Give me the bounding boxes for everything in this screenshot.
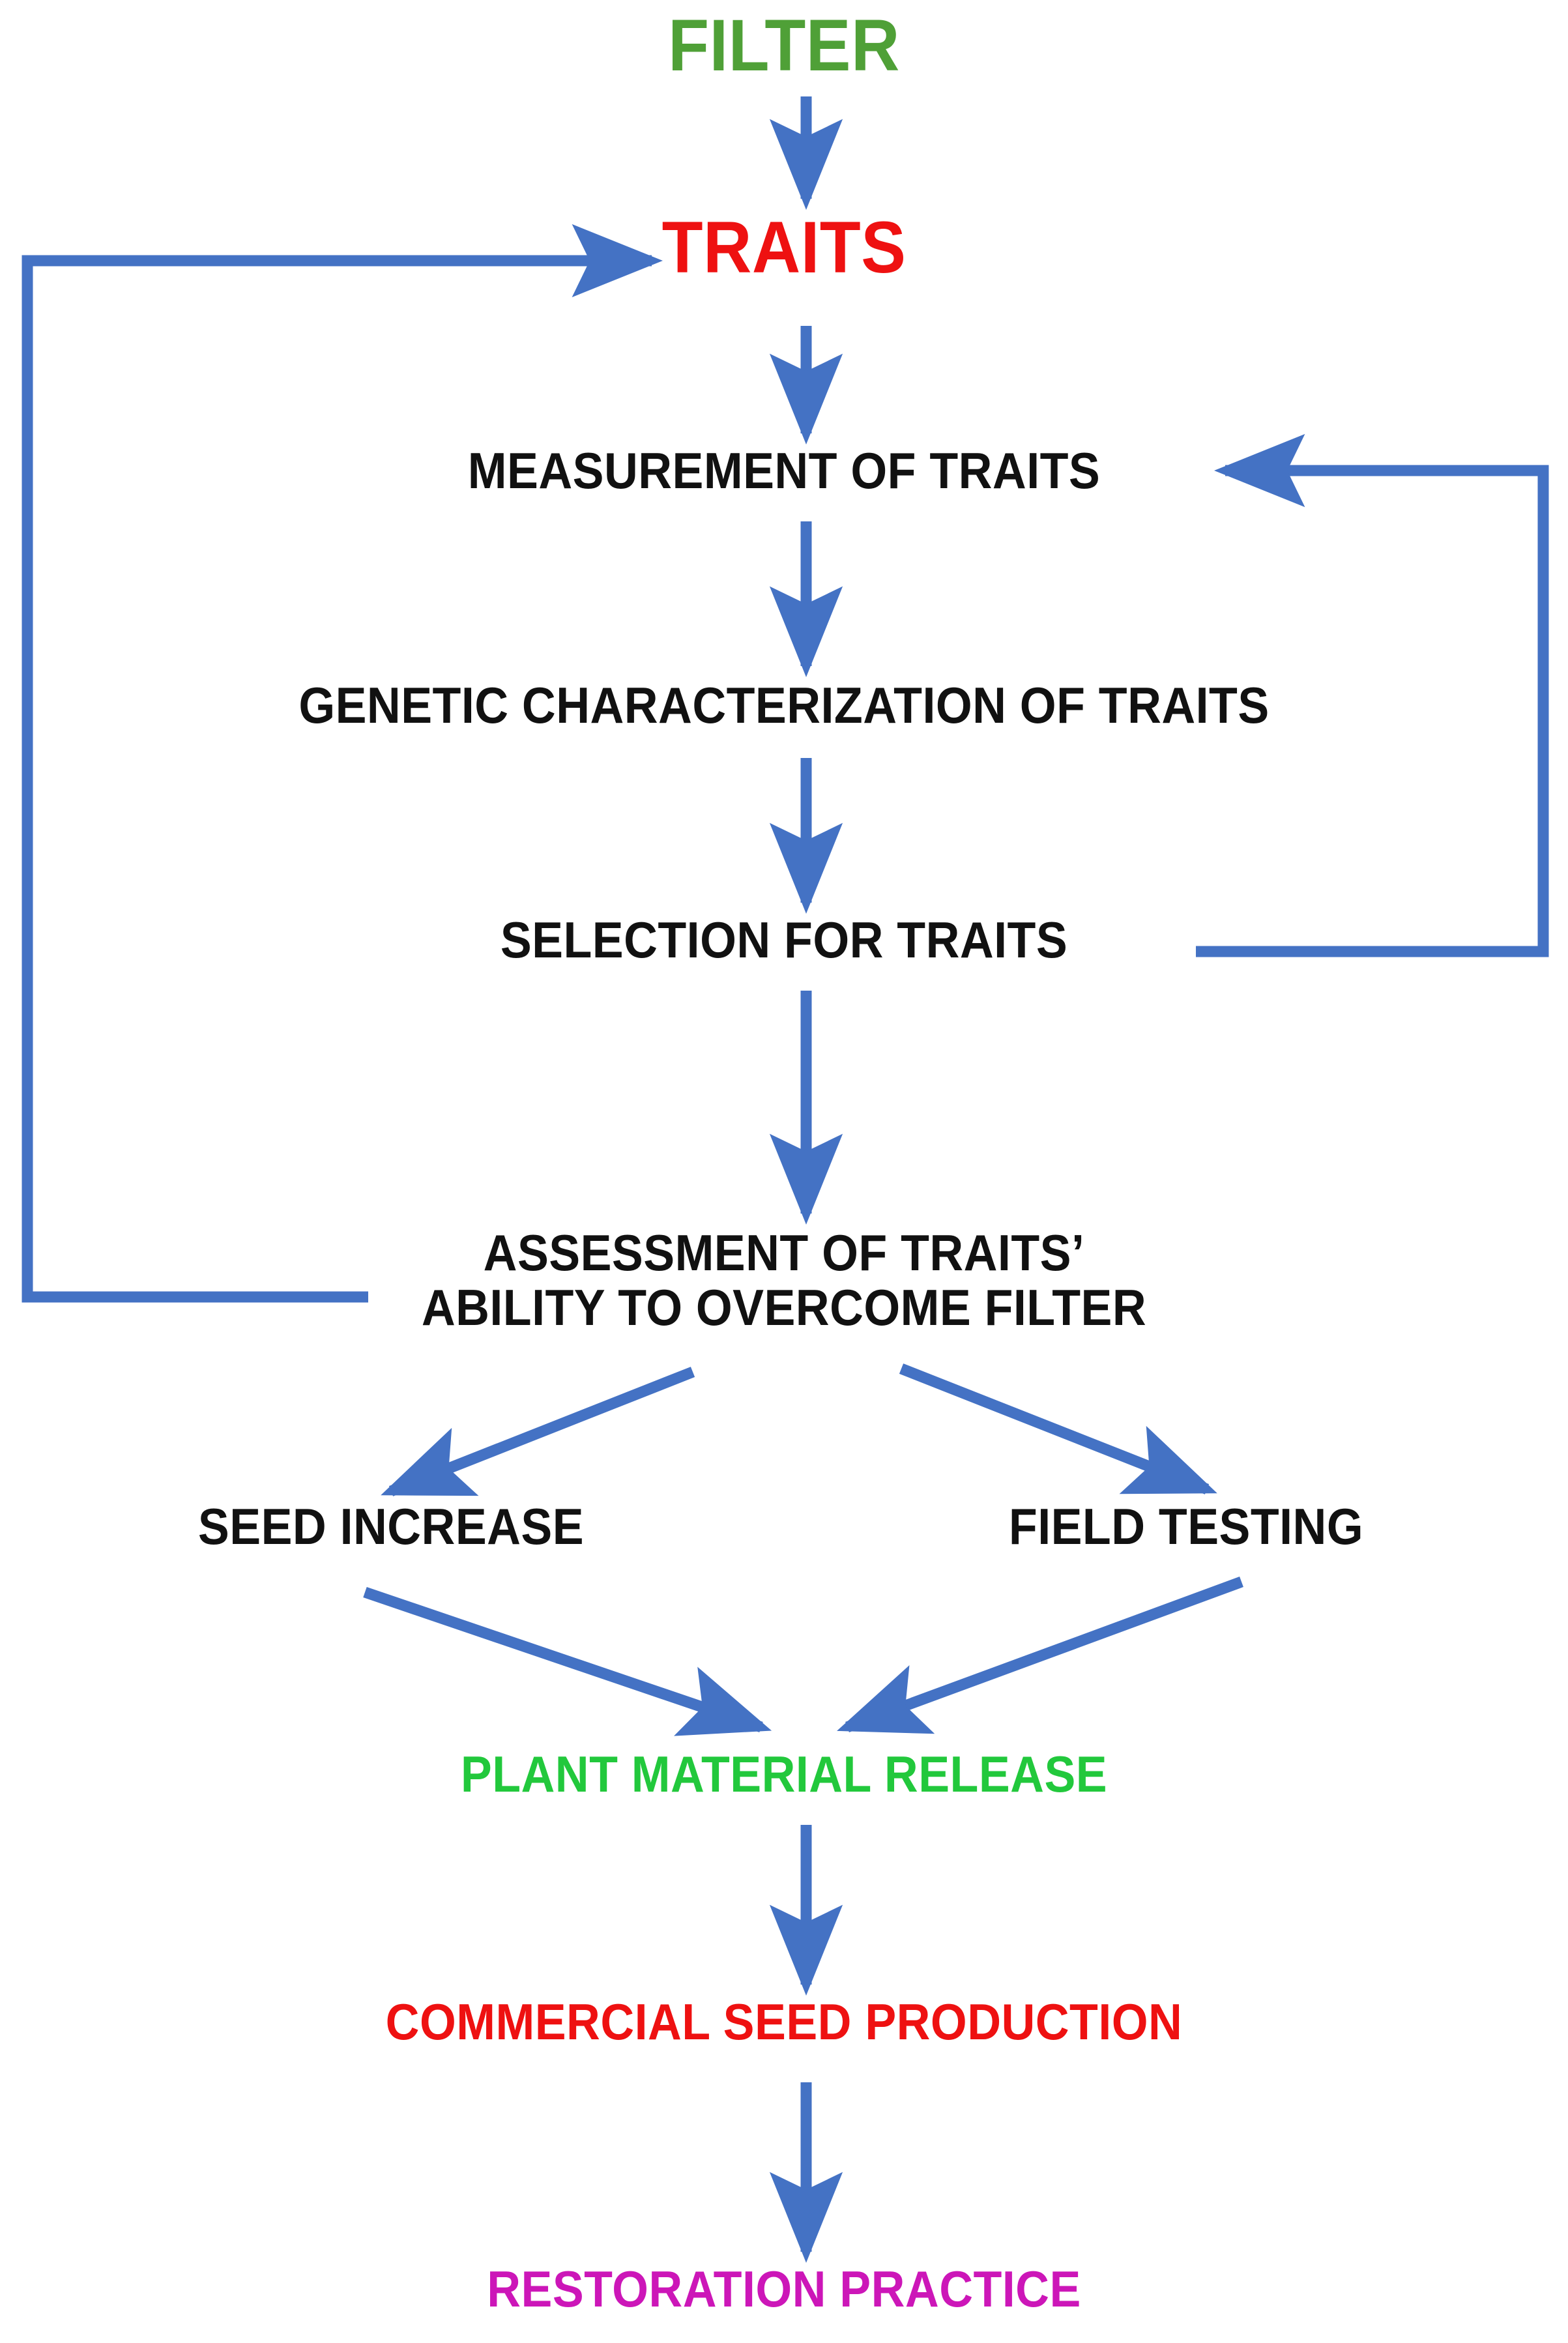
edge-assessment-to-field-testing (899, 1363, 1217, 1494)
node-genetic-characterization-of-traits[interactable]: GENETIC CHARACTERIZATION OF TRAITS (298, 677, 1270, 734)
edge-field-testing-to-release (837, 1577, 1243, 1734)
node-selection-for-traits[interactable]: SELECTION FOR TRAITS (500, 911, 1068, 968)
node-assessment-of-traits-ability[interactable]: ASSESSMENT OF TRAITS’ ABILITY TO OVERCOM… (421, 1224, 1147, 1337)
edge-assessment-to-seed-increase (381, 1367, 695, 1496)
node-seed-increase[interactable]: SEED INCREASE (197, 1498, 585, 1555)
edge-feedback-assessment-to-traits (22, 224, 663, 1303)
node-plant-material-release[interactable]: PLANT MATERIAL RELEASE (460, 1745, 1108, 1803)
node-traits[interactable]: TRAITS (661, 207, 907, 288)
node-measurement-of-traits[interactable]: MEASUREMENT OF TRAITS (467, 442, 1101, 499)
node-commercial-seed-production[interactable]: COMMERCIAL SEED PRODUCTION (385, 1993, 1183, 2050)
node-restoration-practice[interactable]: RESTORATION PRACTICE (487, 2260, 1081, 2318)
node-filter[interactable]: FILTER (668, 5, 900, 86)
edge-seed-increase-to-release (363, 1586, 772, 1736)
node-field-testing[interactable]: FIELD TESTING (1008, 1498, 1364, 1555)
